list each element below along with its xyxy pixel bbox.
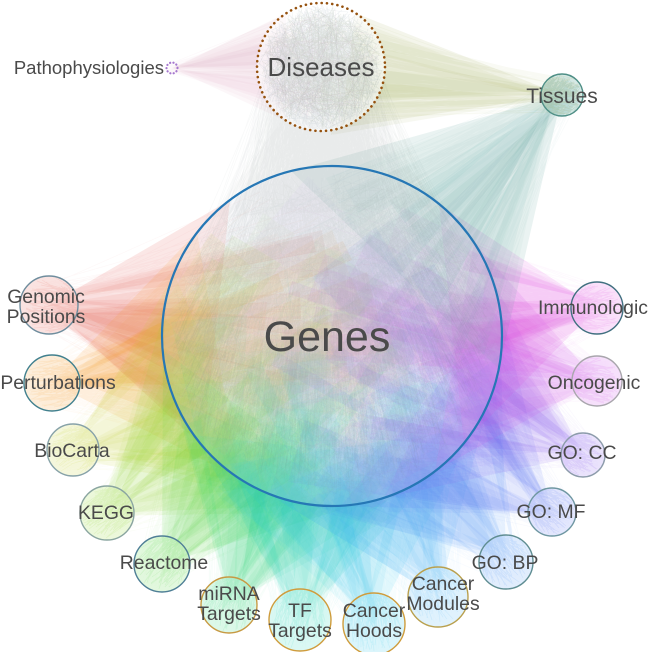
- svg-text:Hoods: Hoods: [346, 620, 402, 642]
- svg-text:Positions: Positions: [7, 306, 86, 328]
- svg-text:Diseases: Diseases: [268, 52, 375, 82]
- svg-text:Cancer: Cancer: [412, 573, 475, 595]
- svg-text:Reactome: Reactome: [120, 552, 208, 574]
- svg-text:Cancer: Cancer: [343, 600, 406, 622]
- svg-text:Immunologic: Immunologic: [538, 297, 648, 319]
- svg-text:Genes: Genes: [264, 313, 391, 361]
- svg-text:KEGG: KEGG: [78, 502, 134, 524]
- svg-text:GO: BP: GO: BP: [472, 552, 539, 574]
- svg-text:Modules: Modules: [406, 593, 479, 615]
- svg-text:Targets: Targets: [197, 603, 261, 625]
- svg-text:Oncogenic: Oncogenic: [548, 372, 641, 394]
- svg-text:Targets: Targets: [268, 620, 332, 642]
- svg-text:Pathophysiologies: Pathophysiologies: [14, 57, 164, 78]
- svg-text:Tissues: Tissues: [526, 85, 598, 108]
- svg-text:miRNA: miRNA: [198, 583, 259, 605]
- svg-text:TF: TF: [288, 600, 312, 622]
- svg-text:Genomic: Genomic: [7, 286, 85, 308]
- svg-text:Perturbations: Perturbations: [0, 372, 115, 394]
- svg-text:GO: CC: GO: CC: [548, 442, 617, 464]
- svg-text:BioCarta: BioCarta: [34, 440, 110, 462]
- svg-text:GO: MF: GO: MF: [517, 501, 586, 523]
